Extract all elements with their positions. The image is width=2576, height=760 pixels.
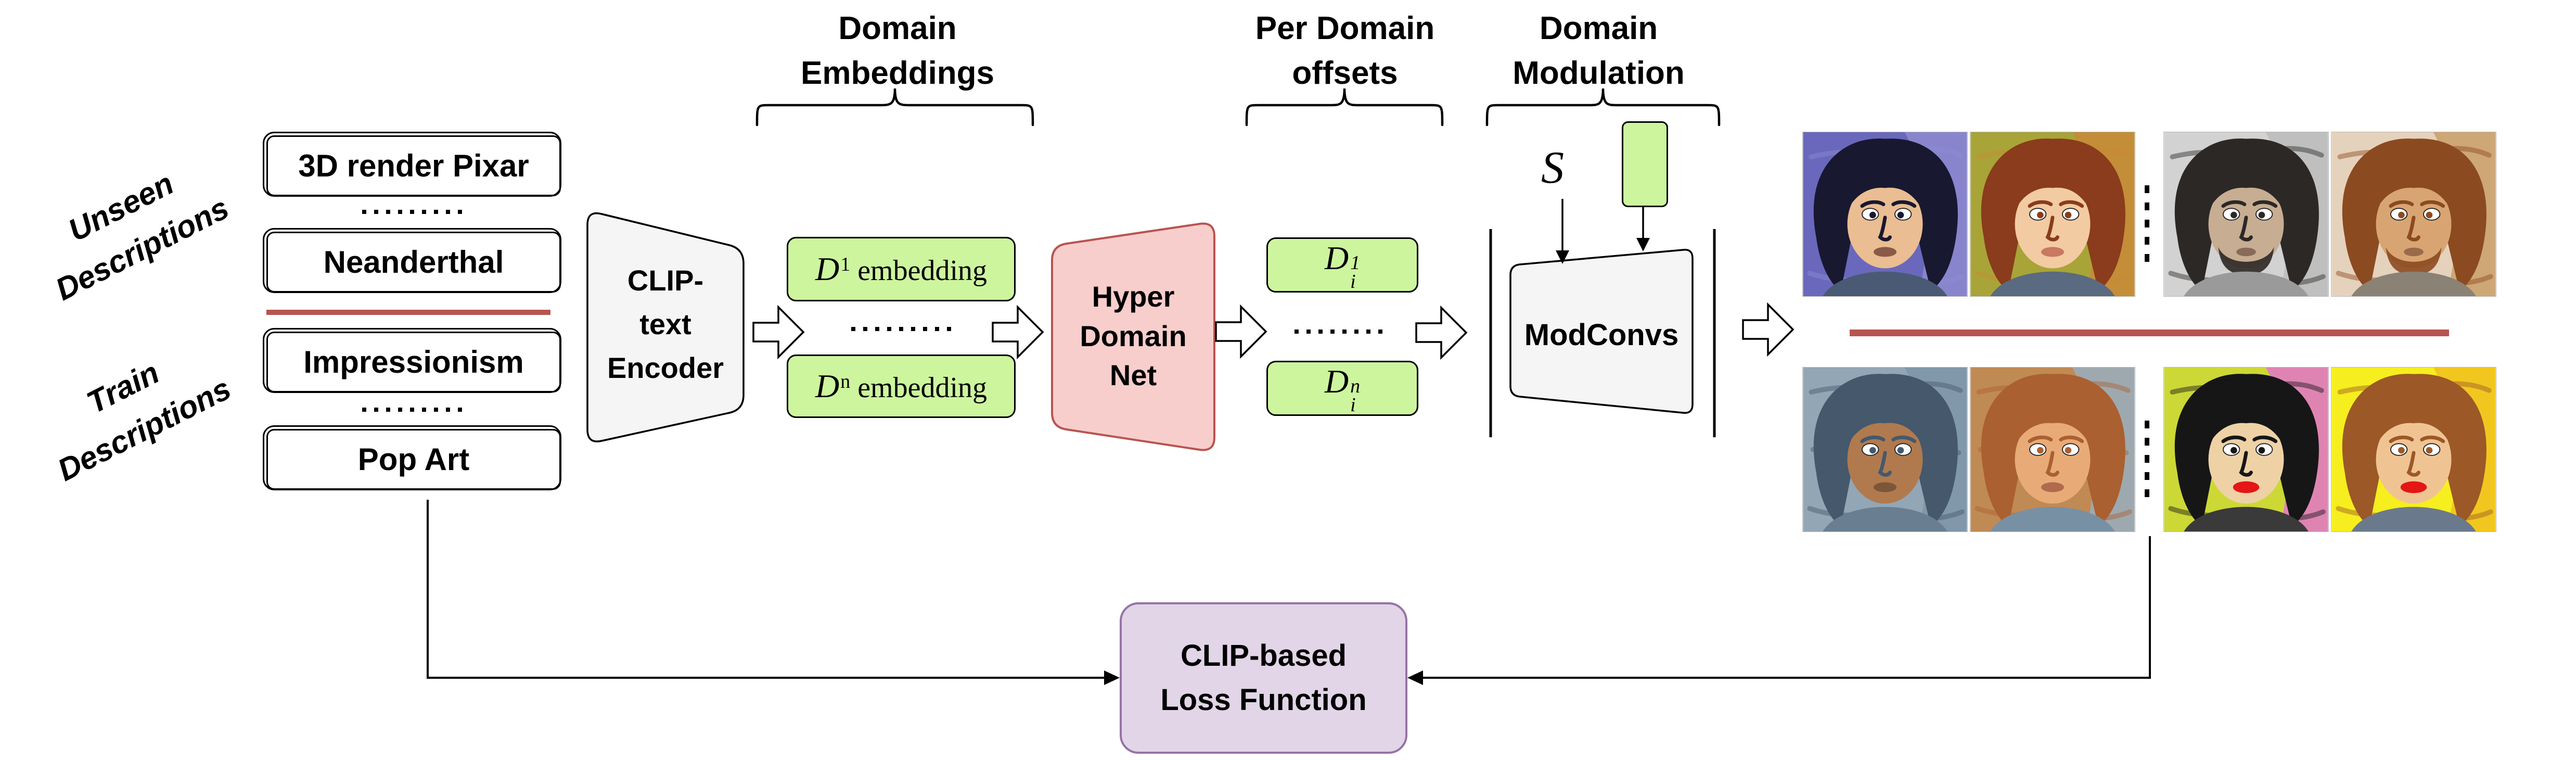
clip-text-encoder-label: CLIP- text Encoder [587,259,744,390]
flow-arrow-offsets-to-modulation [1415,305,1468,360]
popart-portrait-2-art [2331,368,2496,531]
outputs-unseen-train-separator-line [1850,330,2449,336]
flow-arrow-hypernet-to-offsets [1215,304,1267,359]
description-box-neanderthal-label: Neanderthal [266,232,561,293]
loss-input-arrowhead-left [1104,670,1120,685]
generated-image-neanderthal-2 [2331,132,2496,297]
flow-arrow-modulation-to-outputs [1742,302,1795,357]
generated-image-impressionism-1 [1802,367,1968,532]
generated-image-popart-1 [2163,367,2329,532]
per-domain-offsets-header: Per Domain offsets [1212,6,1478,95]
popart-portrait-1-art [2164,368,2328,531]
neanderthal-portrait-2-art [2331,132,2496,296]
flow-arrow-encoder-to-embeddings [752,305,805,360]
per-domain-offsets-header-line1: Per Domain [1255,10,1435,46]
brace-per-domain-offsets [1245,88,1444,126]
generated-image-impressionism-2 [1970,367,2135,532]
ellipsis-dots-embeddings [849,325,953,333]
offset-input-arrow-head [1636,238,1650,251]
pixar-portrait-1-art [1803,132,1967,296]
impressionism-portrait-2-art [1970,368,2135,531]
loss-box-line2: Loss Function [1160,682,1367,717]
hyper-domain-net-label-line3: Net [1109,359,1157,392]
unseen-train-separator-line [266,310,550,315]
ellipsis-dots-offsets [1291,327,1385,336]
train-descriptions-label: Train Descriptions [4,311,264,506]
clip-text-encoder-shape [586,212,745,442]
loss-input-line-right [1419,536,2151,679]
domain-modulation-header-line2: Modulation [1513,55,1685,91]
description-box-neanderthal: Neanderthal [263,228,561,293]
description-box-popart: Pop Art [263,425,561,490]
description-box-pixar-label: 3D render Pixar [266,135,561,196]
s-input-arrow-head [1556,250,1569,264]
brace-domain-embeddings [755,88,1034,126]
pixar-portrait-2-art [1970,132,2135,296]
ellipsis-dots-train [360,406,464,414]
description-box-pixar: 3D render Pixar [263,132,561,197]
pair-separator-dots-bottom [2145,421,2149,497]
description-box-popart-label: Pop Art [266,429,561,490]
loss-input-line-left [427,500,1108,679]
per-domain-offsets-header-line2: offsets [1292,55,1398,91]
encoder-label-line3: Encoder [607,351,724,384]
generated-image-pixar-1 [1802,132,1968,297]
clip-loss-function-box: CLIP-based Loss Function [1120,602,1407,754]
style-code-s-label: S [1541,143,1564,193]
domain-embeddings-header: Domain Embeddings [757,6,1038,95]
generated-image-pixar-2 [1970,132,2135,297]
domain-embeddings-header-line2: Embeddings [800,55,995,91]
domain-modulation-header: Domain Modulation [1467,6,1730,95]
description-box-impressionism-label: Impressionism [266,332,561,392]
brace-domain-modulation [1485,88,1721,126]
hyper-domain-net-label-line1: Hyper [1092,280,1175,313]
modconvs-label: ModConvs [1524,318,1679,352]
description-box-impressionism: Impressionism [263,328,561,393]
impressionism-portrait-1-art [1803,368,1967,531]
hyper-domain-net-label: Hyper Domain Net [1052,277,1214,395]
encoder-label-line1: CLIP- [627,264,704,297]
ellipsis-dots-unseen [360,208,464,216]
loss-input-arrowhead-right [1407,670,1423,685]
hyper-domain-net-shape [1051,222,1215,451]
modconvs-shape [1509,249,1694,414]
domain-embeddings-header-line1: Domain [838,10,957,46]
neanderthal-portrait-1-art [2164,132,2328,296]
hyper-domain-net-label-line2: Domain [1080,319,1187,352]
encoder-label-line2: text [639,308,691,340]
loss-box-line1: CLIP-based [1180,639,1347,673]
pair-separator-dots-top [2145,185,2149,262]
domain-offset-input-rect [1622,121,1668,207]
flow-arrow-embeddings-to-hypernet [992,305,1044,360]
generated-image-neanderthal-1 [2163,132,2329,297]
domain-modulation-header-line1: Domain [1539,10,1658,46]
unseen-descriptions-label: Unseen Descriptions [0,129,266,328]
generated-image-popart-2 [2331,367,2496,532]
